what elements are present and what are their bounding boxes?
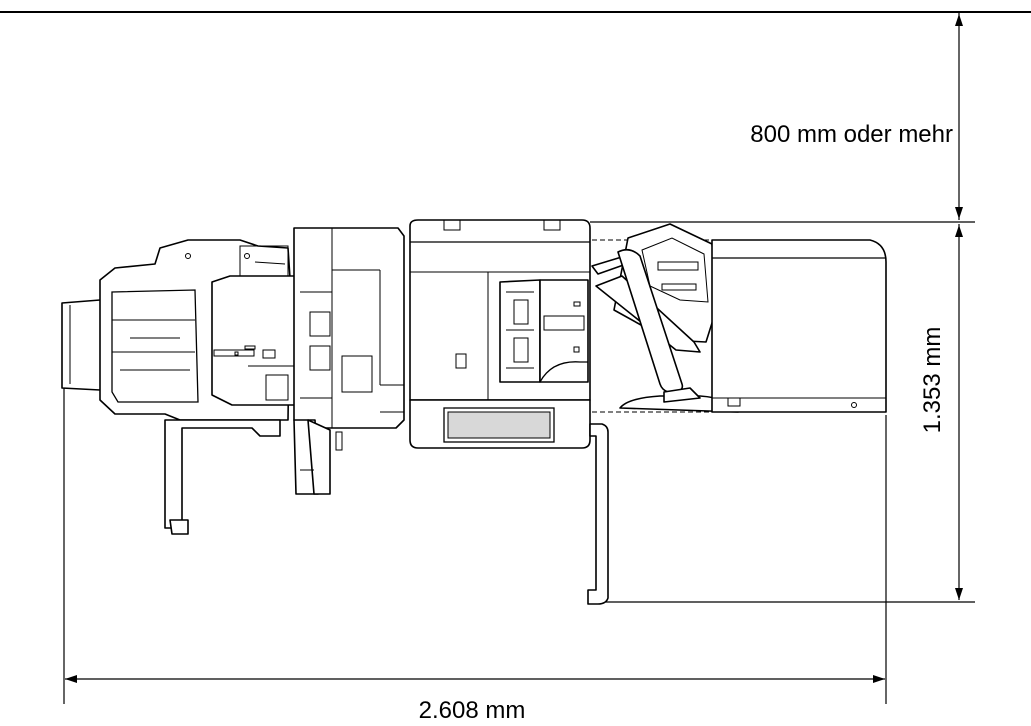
paper-deck bbox=[711, 239, 887, 413]
middle-module bbox=[293, 227, 405, 495]
clearance-dimension bbox=[590, 13, 975, 223]
width-dimension bbox=[63, 388, 887, 704]
width-label: 2.608 mm bbox=[419, 697, 526, 724]
clearance-label: 800 mm oder mehr bbox=[750, 121, 953, 148]
main-printer bbox=[409, 219, 591, 449]
depth-label: 1.353 mm bbox=[919, 327, 946, 434]
cable-guide bbox=[587, 423, 609, 605]
depth-dimension bbox=[600, 224, 975, 603]
finisher-unit bbox=[61, 239, 299, 535]
feeder-arm bbox=[591, 223, 739, 413]
